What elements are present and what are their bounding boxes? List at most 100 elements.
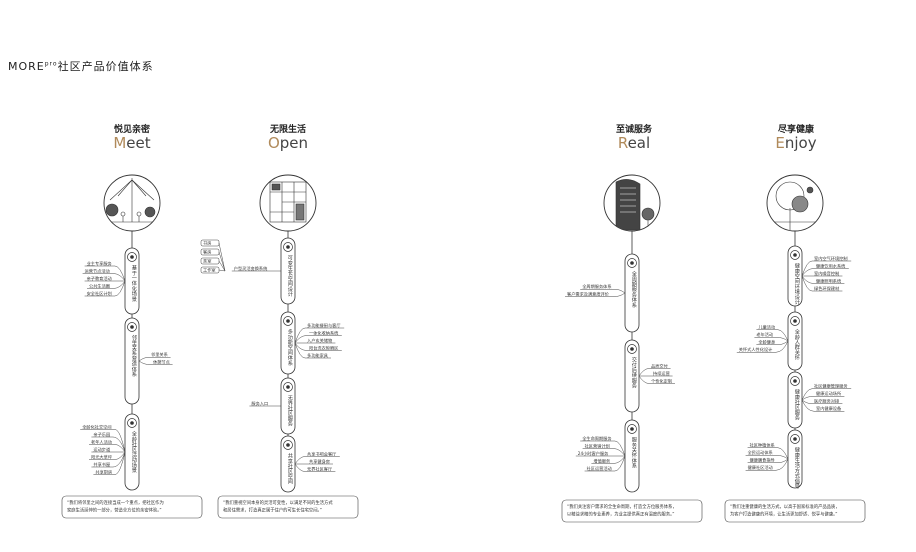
branch-connector <box>84 280 126 297</box>
branch-item-label: 医疗服务对接 <box>814 398 840 405</box>
branch-connector <box>801 260 852 277</box>
branch-icon-dot <box>793 253 797 257</box>
page-title: MOREpro社区产品价值体系 <box>8 60 154 73</box>
branch-connector <box>294 342 342 351</box>
branch-item-label: 关怀式人性化设计 <box>739 346 773 353</box>
column-enjoy-map: 健康空间环境设计室内空气环境控制健康饮用水系统室内噪音控制健康照明系统绿色环保建… <box>724 231 866 523</box>
meet-illustration <box>103 174 161 232</box>
branch-connector <box>591 455 626 464</box>
branch-connector <box>584 455 626 472</box>
branch-icon-dot <box>793 319 797 323</box>
branch-title: 全龄社区活动场景 <box>130 430 136 474</box>
branch-item-label: 室内噪音控制 <box>814 270 839 277</box>
branch-connector <box>801 396 845 401</box>
column-meet-cn-title: 悦见亲密 <box>113 125 150 135</box>
branch-item-label: 老年活动 <box>756 331 773 338</box>
branch-item-label: 绿色环保建材 <box>814 285 839 292</box>
branch-connector <box>801 275 845 284</box>
branch-connector <box>580 440 626 457</box>
branch-item-label: 老年人活动 <box>91 438 112 445</box>
branch-icon-dot <box>630 261 634 265</box>
branch-connector <box>754 337 789 342</box>
quote-line: “我们将邻里之间的连接当成一个重点，把社区作为 <box>67 499 164 506</box>
branch-connector <box>580 289 626 294</box>
branch-connector <box>747 447 789 460</box>
branch-icon-dot <box>286 443 290 447</box>
branch-icon-dot <box>286 319 290 323</box>
branch-item-label: 入户玄关储物 <box>307 337 332 344</box>
quote-box <box>61 495 203 519</box>
branch-item-label: 24小时客户服务 <box>578 450 609 457</box>
branch-title: 健康生活方式倡导 <box>793 446 799 489</box>
column-open-cn-title: 无限生活 <box>269 125 306 135</box>
branch-connector <box>294 342 331 359</box>
branch-connector <box>294 456 340 465</box>
branch-icon-dot <box>286 385 290 389</box>
branch-enjoy-0: 健康空间环境设计室内空气环境控制健康饮用水系统室内噪音控制健康照明系统绿色环保建… <box>787 245 852 307</box>
branch-item-label: 一体化收纳系统 <box>309 329 338 336</box>
branch-connector <box>80 429 126 453</box>
branch-item-label: 健康社区活动 <box>748 464 773 471</box>
quote-line: “我们重视空间本身的灵活可变性，以满足不同的生活方式 <box>223 499 333 506</box>
branch-title: 无界社区服务 <box>286 395 292 428</box>
branch-item-label: 品质交付 <box>651 362 668 369</box>
branch-item-label: 休憩节点 <box>153 359 170 366</box>
branch-connector <box>747 458 789 463</box>
quote-line: 和居住需求，打造真正属于住户的可生长住宅空间。” <box>223 507 322 514</box>
branch-connector <box>91 436 126 453</box>
branch-connector <box>801 268 849 277</box>
branch-connector <box>138 360 173 365</box>
tag-label: 工作室 <box>203 266 216 273</box>
branch-item-label: 公共生活圈 <box>89 282 110 289</box>
branch-item-label: 社区营销计划 <box>585 442 610 449</box>
branch-connector <box>801 399 843 404</box>
branch-connector <box>801 399 845 412</box>
branch-icon-dot <box>630 347 634 351</box>
branch-item-label: 共享书吧会客厅 <box>307 450 336 457</box>
quote-line: “我们关注客户需求的全生命周期，打造全方位服务体系， <box>567 503 677 510</box>
branch-item-label: 全民运动体系 <box>748 449 773 456</box>
tag-label: 客房 <box>203 248 211 255</box>
branch-title: 服务关怀体系 <box>630 437 636 469</box>
branch-title: 共享社区空间 <box>287 452 293 486</box>
branch-item-label: 共享书屋 <box>93 461 110 468</box>
branch-item-label: 阳光大草坪 <box>91 453 112 460</box>
column-enjoy-cn-title: 尽享健康 <box>777 125 814 135</box>
branch-item-label: 儿童活动 <box>758 324 775 331</box>
branch-item-label: 健康照明系统 <box>816 277 841 284</box>
quote-line: 为客户打造健康的环境，让生活更加舒适、悦享与健康。” <box>730 511 838 518</box>
tag-connector <box>218 269 226 272</box>
branch-item-label: 全生命周期服务 <box>582 435 612 442</box>
branch-item-label: 社区种植体系 <box>750 442 775 449</box>
branch-real-1: 交付后续服务品质交付持续运营个性化定制 <box>624 339 675 413</box>
branch-item-label: 健康运动场所 <box>816 390 841 397</box>
quote-line: “我们注重健康的生活方式，以高于国家标准的产品品质， <box>730 503 840 510</box>
column-enjoy-en-title: Enjoy <box>775 134 817 152</box>
branch-title: 邻里关系营造体系 <box>130 334 136 377</box>
branch-connector <box>756 340 789 345</box>
branch-connector <box>582 448 626 457</box>
branch-item-label: 室内空气环境控制 <box>814 255 848 262</box>
branch-meet-2: 全龄社区活动场景全龄化社交空间亲子乐园老年人活动运动步道阳光大草坪共享书屋共享厨… <box>80 413 140 491</box>
branch-connector <box>638 375 675 384</box>
quote-box <box>217 495 359 519</box>
branch-connector <box>294 327 345 344</box>
branch-icon-dot <box>130 255 134 259</box>
branch-item-label: 室内健康设备 <box>816 405 842 412</box>
branch-item-label: 运动步道 <box>93 446 111 453</box>
branch-item-label: 亲子教育活动 <box>87 275 112 282</box>
branch-connector <box>89 444 126 453</box>
open-illustration <box>259 174 317 232</box>
branch-item-label: 全周期服务体系 <box>582 283 611 290</box>
branch-connector <box>82 273 126 282</box>
tag-label: 茶室 <box>203 257 211 263</box>
column-open-en-title: Open <box>267 134 309 152</box>
branch-connector <box>294 335 342 344</box>
branch-title: 全龄人群关怀 <box>793 328 799 362</box>
branch-connector <box>84 265 126 282</box>
tag-connector <box>218 242 226 272</box>
branch-meet-1: 邻里关系营造体系邻里关系休憩节点 <box>124 317 173 405</box>
